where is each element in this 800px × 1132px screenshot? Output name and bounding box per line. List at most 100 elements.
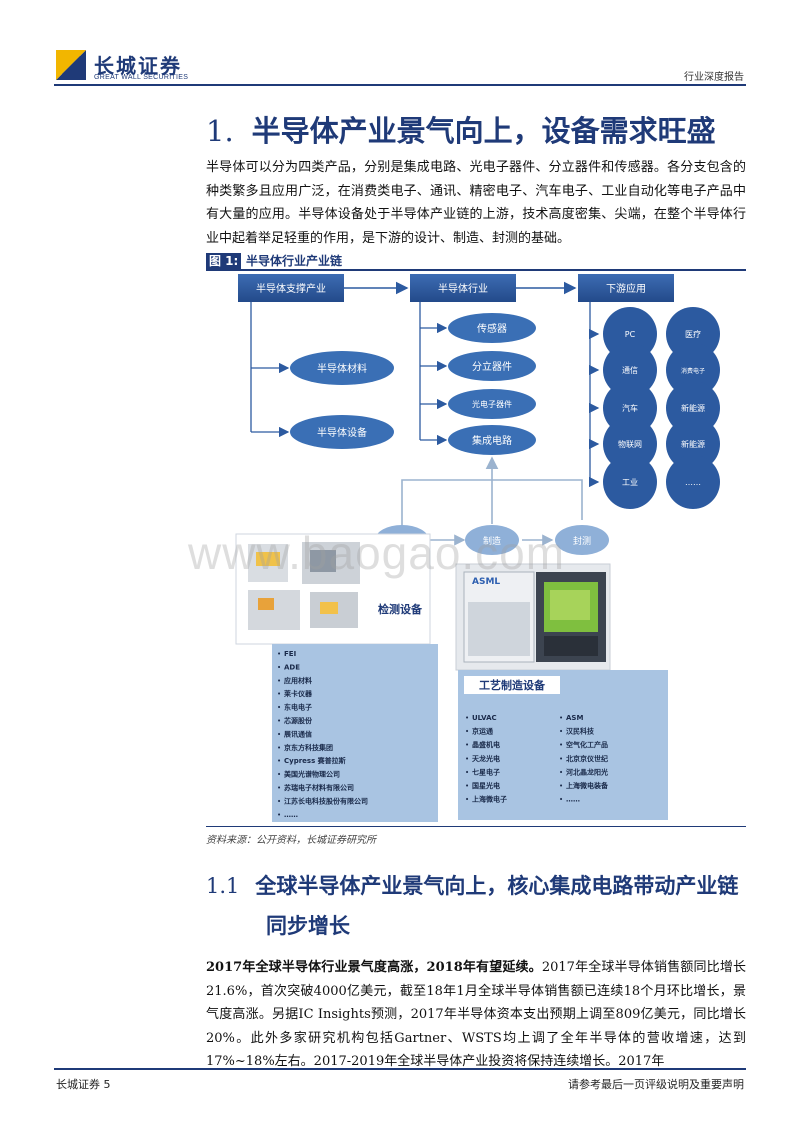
subsection-heading: 1.1 全球半导体产业景气向上，核心集成电路带动产业链 xyxy=(206,870,738,900)
inspection-item: FEI xyxy=(284,650,296,658)
body-text: 2017年全球半导体销售额同比增长21.6%，首次突破4000亿美元，截至18年… xyxy=(206,960,746,1069)
body-paragraph: 2017年全球半导体行业景气度高涨，2018年有望延续。2017年全球半导体销售… xyxy=(206,956,746,1074)
inspection-bullet: • xyxy=(277,690,281,698)
process-left-bullet: • xyxy=(465,741,469,749)
process-left-bullet: • xyxy=(465,755,469,763)
svg-text:半导体材料: 半导体材料 xyxy=(317,362,367,375)
footer-divider xyxy=(54,1068,746,1070)
inspection-list: FEI•ADE•应用材料•莱卡仪器•东电电子•芯源股份•展讯通信•京东方科技集团… xyxy=(277,650,368,819)
svg-text:通信: 通信 xyxy=(622,365,638,375)
asml-machine-photo: ASML xyxy=(455,563,611,671)
node-industry-label: 半导体行业 xyxy=(438,282,488,295)
process-left-item: 晶盛机电 xyxy=(472,740,500,749)
inspection-bullet: • xyxy=(277,811,281,819)
inspection-item: 苏瑞电子材料有限公司 xyxy=(284,783,354,792)
subsection-title-line1: 全球半导体产业景气向上，核心集成电路带动产业链 xyxy=(255,873,739,898)
inspection-bullet: • xyxy=(277,797,281,805)
node-sensor: 传感器 xyxy=(448,313,536,343)
process-left-bullet: • xyxy=(465,768,469,776)
process-right-item: …… xyxy=(566,796,580,804)
inspection-item: ADE xyxy=(284,663,300,671)
process-right-item: 上海微电装备 xyxy=(566,781,609,790)
inspection-bullet: • xyxy=(277,757,281,765)
asml-logo-text: ASML xyxy=(472,577,500,587)
process-right-bullet: • xyxy=(559,782,563,790)
node-semiconductor-equipment: 半导体设备 xyxy=(290,415,394,449)
process-list-panel xyxy=(458,670,668,820)
watermark: www.baogao.com xyxy=(188,527,566,579)
svg-text:半导体设备: 半导体设备 xyxy=(317,426,367,439)
inspection-item: …… xyxy=(284,811,298,819)
process-list: ULVAC•京运通•晶盛机电•天龙光电•七星电子•国星光电•上海微电子•ASM•… xyxy=(465,714,609,804)
process-right-item: 河北晶龙阳光 xyxy=(566,767,608,776)
app-node-communication: 通信 xyxy=(603,343,657,397)
inspection-item: 江苏长电科技股份有限公司 xyxy=(284,796,368,805)
process-right-bullet: • xyxy=(559,768,563,776)
lead-sentence: 2017年全球半导体行业景气度高涨，2018年有望延续。 xyxy=(206,960,542,975)
header-divider xyxy=(54,84,746,86)
app-node-more: …… xyxy=(666,455,720,509)
inspection-item: 芯源股份 xyxy=(284,716,313,725)
svg-text:PC: PC xyxy=(625,330,636,339)
app-node-new-energy-2: 新能源 xyxy=(666,417,720,471)
app-node-consumer-electronics: 消费电子 xyxy=(666,343,720,397)
process-left-item: ULVAC xyxy=(472,714,497,722)
figure-source: 资料来源：公开资料，长城证券研究所 xyxy=(206,835,376,846)
footer-disclaimer: 请参考最后一页评级说明及重要声明 xyxy=(568,1078,744,1091)
section-number: 1. xyxy=(206,114,234,148)
subsection-title-line2: 同步增长 xyxy=(266,913,350,938)
svg-text:医疗: 医疗 xyxy=(685,329,701,339)
svg-text:汽车: 汽车 xyxy=(622,403,638,413)
industry-chain-diagram: 半导体支撑产业 半导体行业 下游应用 半导体材料 半导体设备 传感器 分立器件 … xyxy=(235,274,720,822)
process-right-item: 北京京仪世纪 xyxy=(566,754,608,763)
inspection-item: 莱卡仪器 xyxy=(284,689,313,698)
figure-title: 半导体行业产业链 xyxy=(246,254,343,268)
node-downstream: 下游应用 xyxy=(578,274,674,302)
inspection-bullet: • xyxy=(277,730,281,738)
inspection-item: 展讯通信 xyxy=(283,729,312,738)
process-left-bullet: • xyxy=(465,796,469,804)
node-downstream-label: 下游应用 xyxy=(606,282,646,295)
process-right-bullet: • xyxy=(559,714,563,722)
process-right-item: 汉民科技 xyxy=(566,727,595,736)
inspection-item: 东电电子 xyxy=(284,703,312,712)
app-node-industrial: 工业 xyxy=(603,455,657,509)
inspection-list-panel xyxy=(272,644,438,822)
svg-text:光电子器件: 光电子器件 xyxy=(472,399,512,409)
process-left-item: 京运通 xyxy=(472,727,494,736)
inspection-bullet: • xyxy=(277,717,281,725)
inspection-bullet: • xyxy=(277,771,281,779)
report-type: 行业深度报告 xyxy=(684,72,744,83)
section-heading: 1.半导体产业景气向上，设备需求旺盛 xyxy=(206,108,716,150)
company-logo-icon xyxy=(56,50,86,80)
svg-text:物联网: 物联网 xyxy=(618,439,642,449)
process-left-item: 七星电子 xyxy=(472,767,500,776)
svg-text:制造: 制造 xyxy=(483,535,501,547)
subsection-number: 1.1 xyxy=(206,874,240,898)
process-right-bullet: • xyxy=(559,796,563,804)
inspection-item: 应用材料 xyxy=(284,676,312,685)
node-integrated-circuit: 集成电路 xyxy=(448,425,536,455)
inspection-bullet: • xyxy=(277,704,281,712)
svg-text:消费电子: 消费电子 xyxy=(681,367,705,375)
node-semiconductor-materials: 半导体材料 xyxy=(290,351,394,385)
process-left-bullet: • xyxy=(465,782,469,790)
svg-text:封测: 封测 xyxy=(573,535,591,547)
app-node-iot: 物联网 xyxy=(603,417,657,471)
process-left-bullet: • xyxy=(465,728,469,736)
inspection-equipment-photo xyxy=(235,533,431,645)
process-right-item: 空气化工产品 xyxy=(566,740,608,749)
svg-text:传感器: 传感器 xyxy=(477,322,507,335)
inspection-item: Cypress 赛普拉斯 xyxy=(284,756,346,765)
process-left-item: 天龙光电 xyxy=(472,754,500,763)
brand-name-cn: 长城证券 xyxy=(94,54,182,78)
process-title-box xyxy=(464,676,560,694)
inspection-equipment-title: 检测设备 xyxy=(378,602,423,616)
svg-text:工业: 工业 xyxy=(622,477,638,487)
process-node-packaging-testing: 封测 xyxy=(555,525,609,555)
process-equipment-title: 工艺制造设备 xyxy=(479,678,546,692)
svg-text:……: …… xyxy=(685,478,701,487)
process-right-bullet: • xyxy=(559,728,563,736)
process-right-bullet: • xyxy=(559,755,563,763)
footer-page: 长城证券 5 xyxy=(56,1078,111,1091)
